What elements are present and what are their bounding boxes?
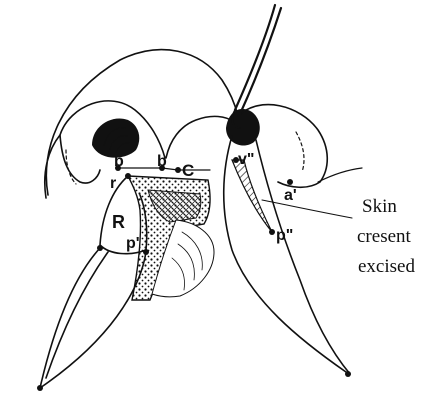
columella <box>166 116 234 158</box>
left-nostril <box>92 118 139 157</box>
point-left-tail <box>37 385 43 391</box>
label-v-dblprime: v" <box>238 151 254 168</box>
point-a-prime <box>287 179 293 185</box>
point-R-corner <box>97 245 103 251</box>
label-a-prime: a' <box>284 187 297 204</box>
label-p-prime: p' <box>126 235 140 252</box>
point-r <box>125 173 131 179</box>
left-flap-tail <box>40 248 146 388</box>
label-p-dblprime: p" <box>276 227 293 244</box>
label-r: r <box>110 175 116 192</box>
label-R: R <box>112 212 125 232</box>
skin-hook <box>235 5 281 114</box>
point-right-tail <box>345 371 351 377</box>
point-c <box>175 167 181 173</box>
nose-outline <box>45 50 238 198</box>
caption: Skin cresent excised <box>357 196 415 277</box>
right-alar-groove <box>296 132 304 172</box>
excised-crescent <box>232 160 272 232</box>
label-c: C <box>182 161 194 180</box>
point-p-dblprime <box>269 229 275 235</box>
label-b-right: b <box>157 153 167 170</box>
caption-line-1: Skin <box>362 196 397 217</box>
point-p-prime <box>143 249 149 255</box>
caption-line-3: excised <box>358 256 415 277</box>
label-b-left: b <box>114 153 124 170</box>
caption-line-2: cresent <box>357 226 412 247</box>
